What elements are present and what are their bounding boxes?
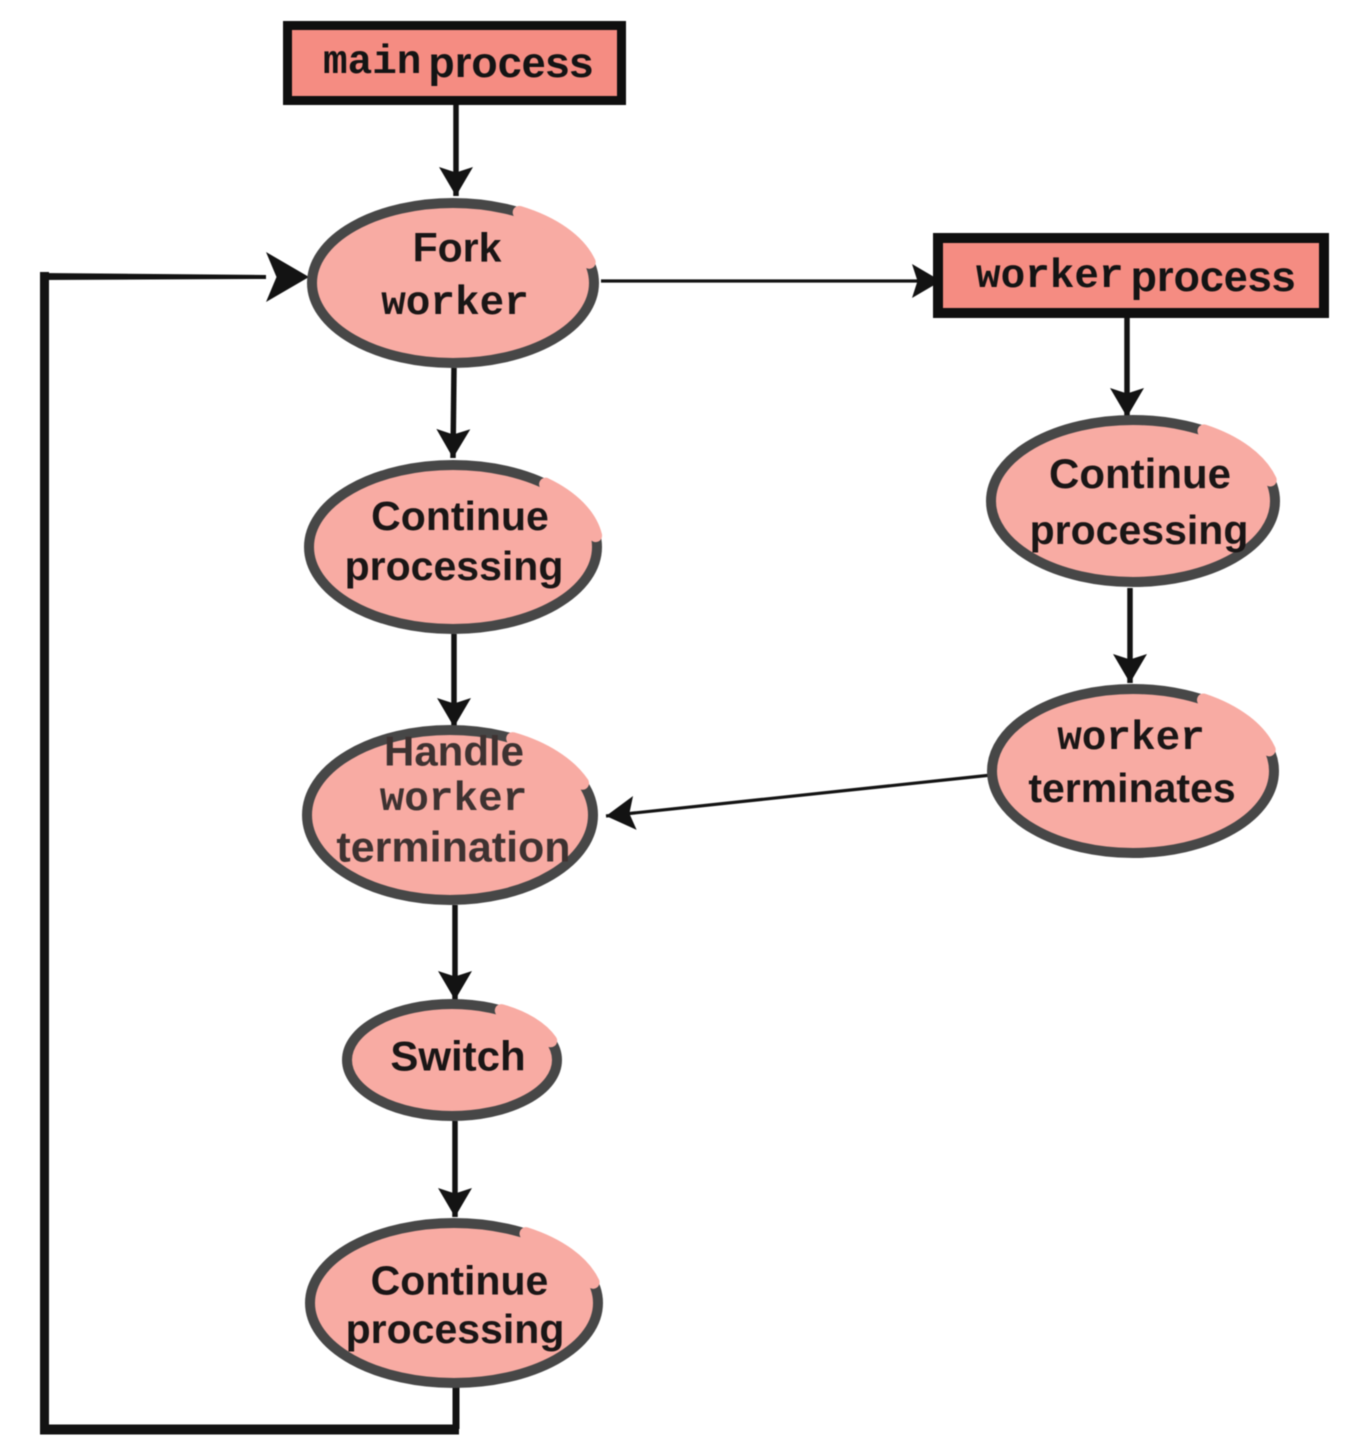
svg-text:worker: worker <box>381 281 529 327</box>
svg-text:Continue: Continue <box>371 493 549 539</box>
svg-text:Fork: Fork <box>413 225 502 271</box>
svg-text:Continue: Continue <box>371 1258 549 1304</box>
svg-text:termination: termination <box>336 824 570 872</box>
svg-text:processing: processing <box>1030 507 1249 553</box>
svg-text:terminates: terminates <box>1028 765 1235 811</box>
svg-text:processing: processing <box>345 543 564 589</box>
svg-text:worker: worker <box>380 777 528 823</box>
svg-text:Switch: Switch <box>390 1033 525 1080</box>
svg-text:Continue: Continue <box>1049 450 1231 497</box>
svg-text:Handle: Handle <box>384 728 524 775</box>
svg-text:worker: worker <box>1057 716 1205 762</box>
svg-text:processing: processing <box>346 1306 565 1352</box>
